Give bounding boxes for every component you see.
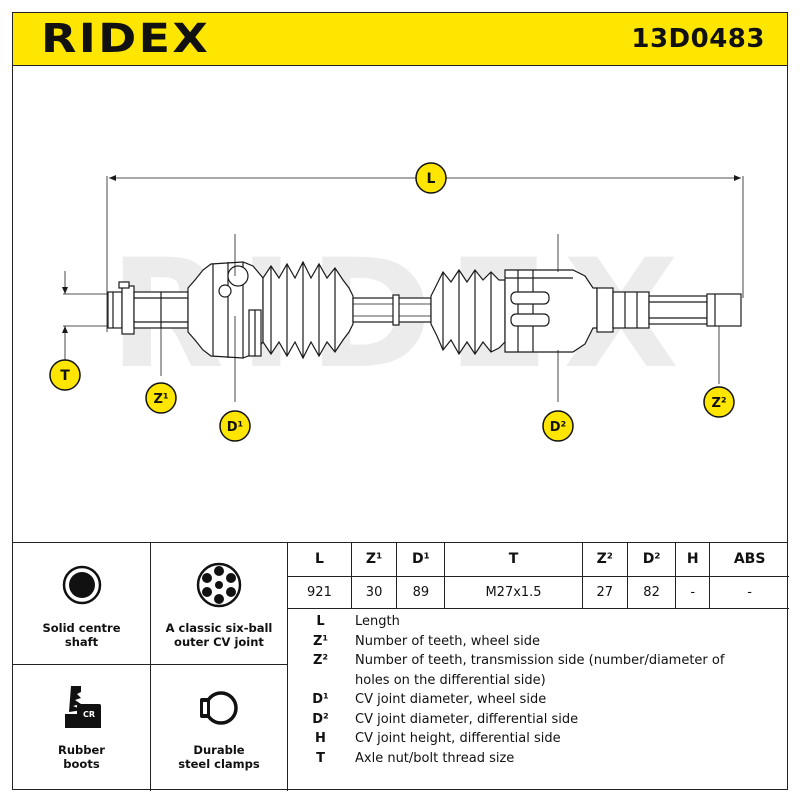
spec-value-row: 921 30 89 M27x1.5 27 82 - - (288, 576, 789, 609)
spec-header-abs: ABS (709, 543, 789, 577)
legend-text: Number of teeth, transmission side (numb… (355, 653, 725, 688)
steel-clamp-icon (200, 691, 238, 725)
legend-row: Z¹ Number of teeth, wheel side (288, 632, 789, 652)
spec-value-d2: 82 (627, 576, 677, 609)
drive-shaft-drawing: RIDEX (12, 66, 788, 542)
legend-key: Z² (312, 653, 329, 668)
part-number: 13D0483 (631, 24, 765, 54)
spec-value-d1: 89 (396, 576, 446, 609)
legend-key: D² (312, 711, 329, 727)
callout-D2: D² (542, 410, 574, 442)
svg-text:L: L (427, 171, 436, 187)
svg-text:D¹: D¹ (227, 420, 244, 435)
legend-row: D² CV joint diameter, differential side (288, 710, 789, 730)
spec-value-t: M27x1.5 (444, 576, 583, 609)
svg-text:T: T (60, 368, 70, 384)
spec-value-h: - (675, 576, 711, 609)
callout-Z2: Z² (703, 386, 735, 418)
callout-Z1: Z¹ (145, 382, 177, 414)
legend-text: Number of teeth, wheel side (355, 633, 540, 649)
legend-text: Axle nut/bolt thread size (355, 750, 515, 766)
spec-header-row: L Z¹ D¹ T Z² D² H ABS (288, 543, 789, 577)
spec-header-d1: D¹ (396, 543, 446, 577)
svg-text:Z¹: Z¹ (153, 392, 168, 407)
legend-row: H CV joint height, differential side (288, 729, 789, 749)
legend-row: D¹ CV joint diameter, wheel side (288, 690, 789, 710)
spec-header-h: H (675, 543, 711, 577)
legend-row: L Length (288, 612, 789, 632)
legend: L Length Z¹ Number of teeth, wheel side … (288, 608, 789, 791)
six-ball-joint-icon (196, 562, 242, 608)
spec-table: L Z¹ D¹ T Z² D² H ABS 921 30 89 M27x1.5 … (288, 543, 789, 609)
rubber-boot-icon: CR (64, 686, 101, 728)
svg-text:Z²: Z² (711, 396, 726, 411)
legend-text: Length (355, 614, 400, 629)
spec-header-d2: D² (627, 543, 677, 577)
legend-row: T Axle nut/bolt thread size (288, 749, 789, 769)
cr-badge-text: CR (82, 710, 94, 719)
legend-row: Z² Number of teeth, transmission side (n… (288, 651, 789, 690)
spec-header-z1: Z¹ (351, 543, 398, 577)
spec-value-z2: 27 (582, 576, 628, 609)
header-bar: RIDEX 13D0483 (12, 12, 788, 66)
brand-logo: RIDEX (41, 16, 211, 62)
legend-text: CV joint height, differential side (355, 731, 561, 746)
spec-header-z2: Z² (582, 543, 628, 577)
legend-key: D¹ (312, 692, 329, 707)
spec-header-l: L (288, 543, 352, 577)
legend-key: H (315, 731, 326, 746)
legend-text: CV joint diameter, differential side (355, 711, 579, 727)
spec-header-t: T (444, 543, 583, 577)
spec-value-z1: 30 (351, 576, 398, 609)
solid-shaft-icon (62, 565, 101, 605)
legend-key: T (316, 750, 325, 766)
svg-text:D²: D² (550, 420, 567, 435)
legend-key: Z¹ (312, 633, 329, 649)
callout-D1: D¹ (219, 410, 251, 442)
spec-value-abs: - (709, 576, 789, 609)
spec-value-l: 921 (288, 576, 352, 609)
callout-L: L (415, 162, 447, 194)
legend-text: CV joint diameter, wheel side (355, 692, 547, 707)
callout-T: T (49, 359, 81, 391)
legend-key: L (316, 614, 325, 629)
